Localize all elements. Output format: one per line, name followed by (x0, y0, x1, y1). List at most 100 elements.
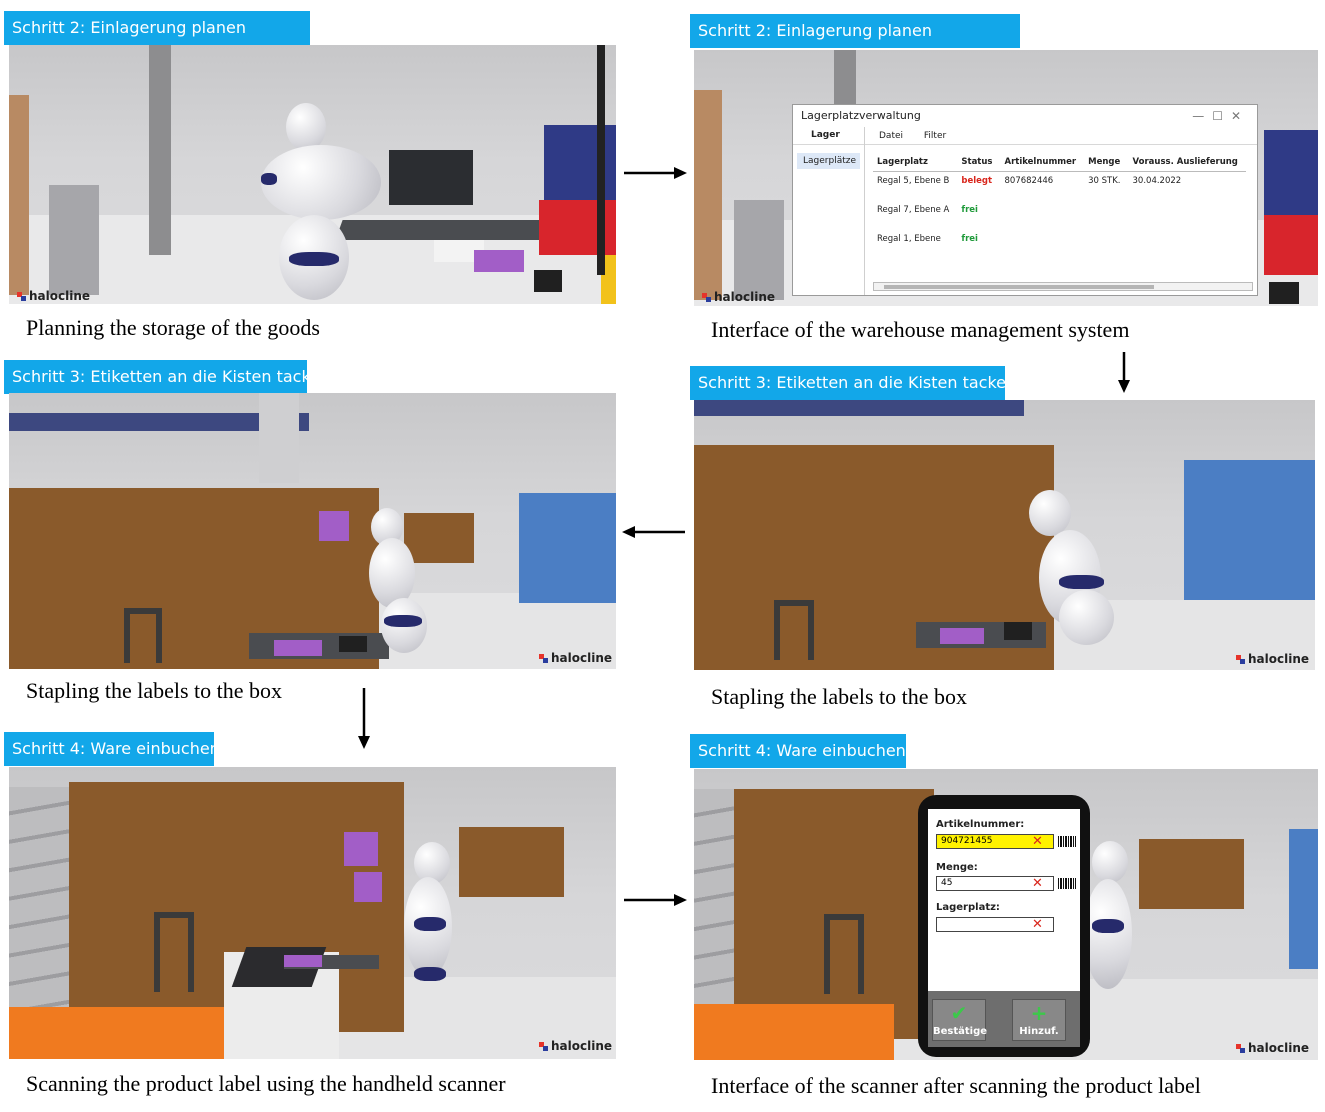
pallet-jack (154, 912, 194, 992)
cell-auslieferung (1129, 230, 1246, 259)
caption-1: Planning the storage of the goods (26, 315, 320, 340)
robot-band (289, 252, 339, 266)
halocline-logo: halocline (17, 289, 90, 303)
cell-menge (1084, 230, 1128, 259)
add-button[interactable]: + Hinzuf. (1012, 999, 1066, 1041)
scene-planning: halocline (9, 45, 616, 304)
label-cloth (354, 872, 382, 902)
halocline-logo: halocline (1236, 652, 1309, 666)
cell-menge (1084, 201, 1128, 230)
cell-auslieferung: 30.04.2022 (1132, 176, 1182, 186)
box-back (1139, 839, 1244, 909)
halocline-logo-icon (539, 1041, 548, 1051)
shelf-red (1264, 215, 1318, 275)
cell-auslieferung (1129, 201, 1246, 230)
cloth (284, 955, 322, 967)
scene-scanning: halocline (9, 767, 616, 1059)
storage-table: Lagerplatz Status Artikelnummer Menge Vo… (873, 153, 1246, 259)
step-banner-2: Schritt 2: Einlagerung planen (690, 14, 1020, 48)
scanner-screen: Artikelnummer: 904721455 ✕ Menge: 45 ✕ L… (928, 809, 1080, 1047)
cell-artikelnummer: 807682446 (1004, 176, 1054, 186)
lagerplatz-field[interactable] (936, 917, 1054, 932)
clear-lagerplatz-icon[interactable]: ✕ (1032, 917, 1043, 932)
wall-left (9, 95, 29, 295)
menge-field[interactable]: 45 (936, 876, 1054, 891)
barcode-scan-icon[interactable] (1058, 836, 1076, 847)
cell-lagerplatz: Regal 5, Ebene B (877, 176, 950, 186)
box-back (459, 827, 564, 897)
caption-5: Scanning the product label using the han… (26, 1071, 506, 1096)
cell-menge: 30 STK. (1088, 176, 1121, 186)
robot-band (1092, 919, 1124, 933)
robot-band (414, 967, 446, 981)
scanner-action-bar: ✔ Bestätige + Hinzuf. (928, 991, 1080, 1047)
column-header[interactable]: Menge (1084, 153, 1129, 172)
scene-scanner-ui: halocline Artikelnummer: 904721455 ✕ Men… (694, 769, 1318, 1060)
arrow-left-icon (622, 526, 685, 538)
window-controls-icon[interactable]: —☐✕ (1192, 109, 1249, 123)
arrow-right-icon (624, 894, 687, 906)
step-banner-1: Schritt 2: Einlagerung planen (4, 11, 310, 45)
horizontal-scrollbar[interactable] (873, 282, 1253, 291)
sidebar-header[interactable]: Lager (793, 127, 864, 145)
clear-menge-icon[interactable]: ✕ (1032, 876, 1043, 891)
robot-torso (261, 145, 381, 220)
column-header[interactable]: Artikelnummer (1000, 153, 1085, 172)
cloth (274, 640, 322, 656)
confirm-button[interactable]: ✔ Bestätige (932, 999, 987, 1041)
halocline-logo-icon (1236, 1043, 1245, 1053)
arrow-down-icon (358, 688, 370, 749)
arrow-down-icon (1118, 352, 1130, 393)
pallet-jack (124, 608, 162, 663)
beam (694, 400, 1024, 416)
step-banner-4: Schritt 3: Etiketten an die Kisten tacke… (690, 366, 1022, 400)
stapler (1004, 622, 1032, 640)
arrow-right-icon (624, 167, 687, 179)
paper (434, 240, 484, 262)
clear-artikelnummer-icon[interactable]: ✕ (1032, 834, 1043, 849)
plus-icon: + (1030, 1001, 1048, 1025)
monitor (389, 150, 473, 205)
robot-hips (1059, 590, 1114, 645)
shelf-blue (1264, 130, 1318, 215)
shelf-blue (1184, 460, 1315, 600)
step-banner-3: Schritt 3: Etiketten an die Kisten tacke… (4, 360, 336, 394)
barcode-scan-icon[interactable] (1058, 878, 1076, 889)
table-row[interactable]: Regal 5, Ebene B belegt 807682446 30 STK… (873, 172, 1246, 201)
column-header[interactable]: Lagerplatz (873, 153, 958, 172)
status-badge: belegt (961, 176, 993, 186)
status-badge: frei (961, 233, 978, 244)
cabinet (49, 185, 99, 295)
caption-4: Stapling the labels to the box (711, 684, 968, 709)
pillar (834, 50, 856, 110)
scene-wms: halocline Lagerplatzverwaltung —☐✕ Lager… (694, 50, 1318, 306)
sidebar-item-lagerplaetze[interactable]: Lagerplätze (797, 153, 860, 169)
column-header[interactable]: Vorauss. Auslieferung (1128, 153, 1246, 172)
halocline-logo: halocline (1236, 1041, 1309, 1055)
pallet-jack (824, 914, 864, 994)
halocline-logo-icon (702, 292, 711, 302)
menge-label: Menge: (936, 862, 978, 873)
lagerplatz-label: Lagerplatz: (936, 902, 1000, 913)
label-cloth (319, 511, 349, 541)
halocline-logo-icon (1236, 654, 1245, 664)
shelf-blue (544, 125, 616, 200)
halocline-logo-icon (17, 291, 26, 301)
wall-left (694, 90, 722, 300)
robot-head (1092, 841, 1128, 883)
menu-datei[interactable]: Datei (879, 131, 904, 141)
column-header[interactable]: Status (957, 153, 1001, 172)
wms-menubar: Datei Filter (865, 127, 1257, 145)
cloth (940, 628, 984, 644)
step-banner-5: Schritt 4: Ware einbuchen (4, 732, 220, 766)
pallet-jack (774, 600, 814, 660)
scene-stapling-right: halocline (694, 400, 1315, 670)
table-row[interactable]: Regal 1, Ebene frei (873, 230, 1246, 259)
wms-window: Lagerplatzverwaltung —☐✕ Lager Lagerplät… (792, 104, 1258, 296)
menu-filter[interactable]: Filter (923, 131, 947, 141)
caption-2: Interface of the warehouse management sy… (711, 317, 1130, 342)
table-row[interactable]: Regal 7, Ebene A frei (873, 201, 1246, 230)
wms-sidebar: Lager Lagerplätze (793, 127, 865, 295)
stapler (534, 270, 562, 292)
artikelnummer-field[interactable]: 904721455 (936, 834, 1054, 849)
